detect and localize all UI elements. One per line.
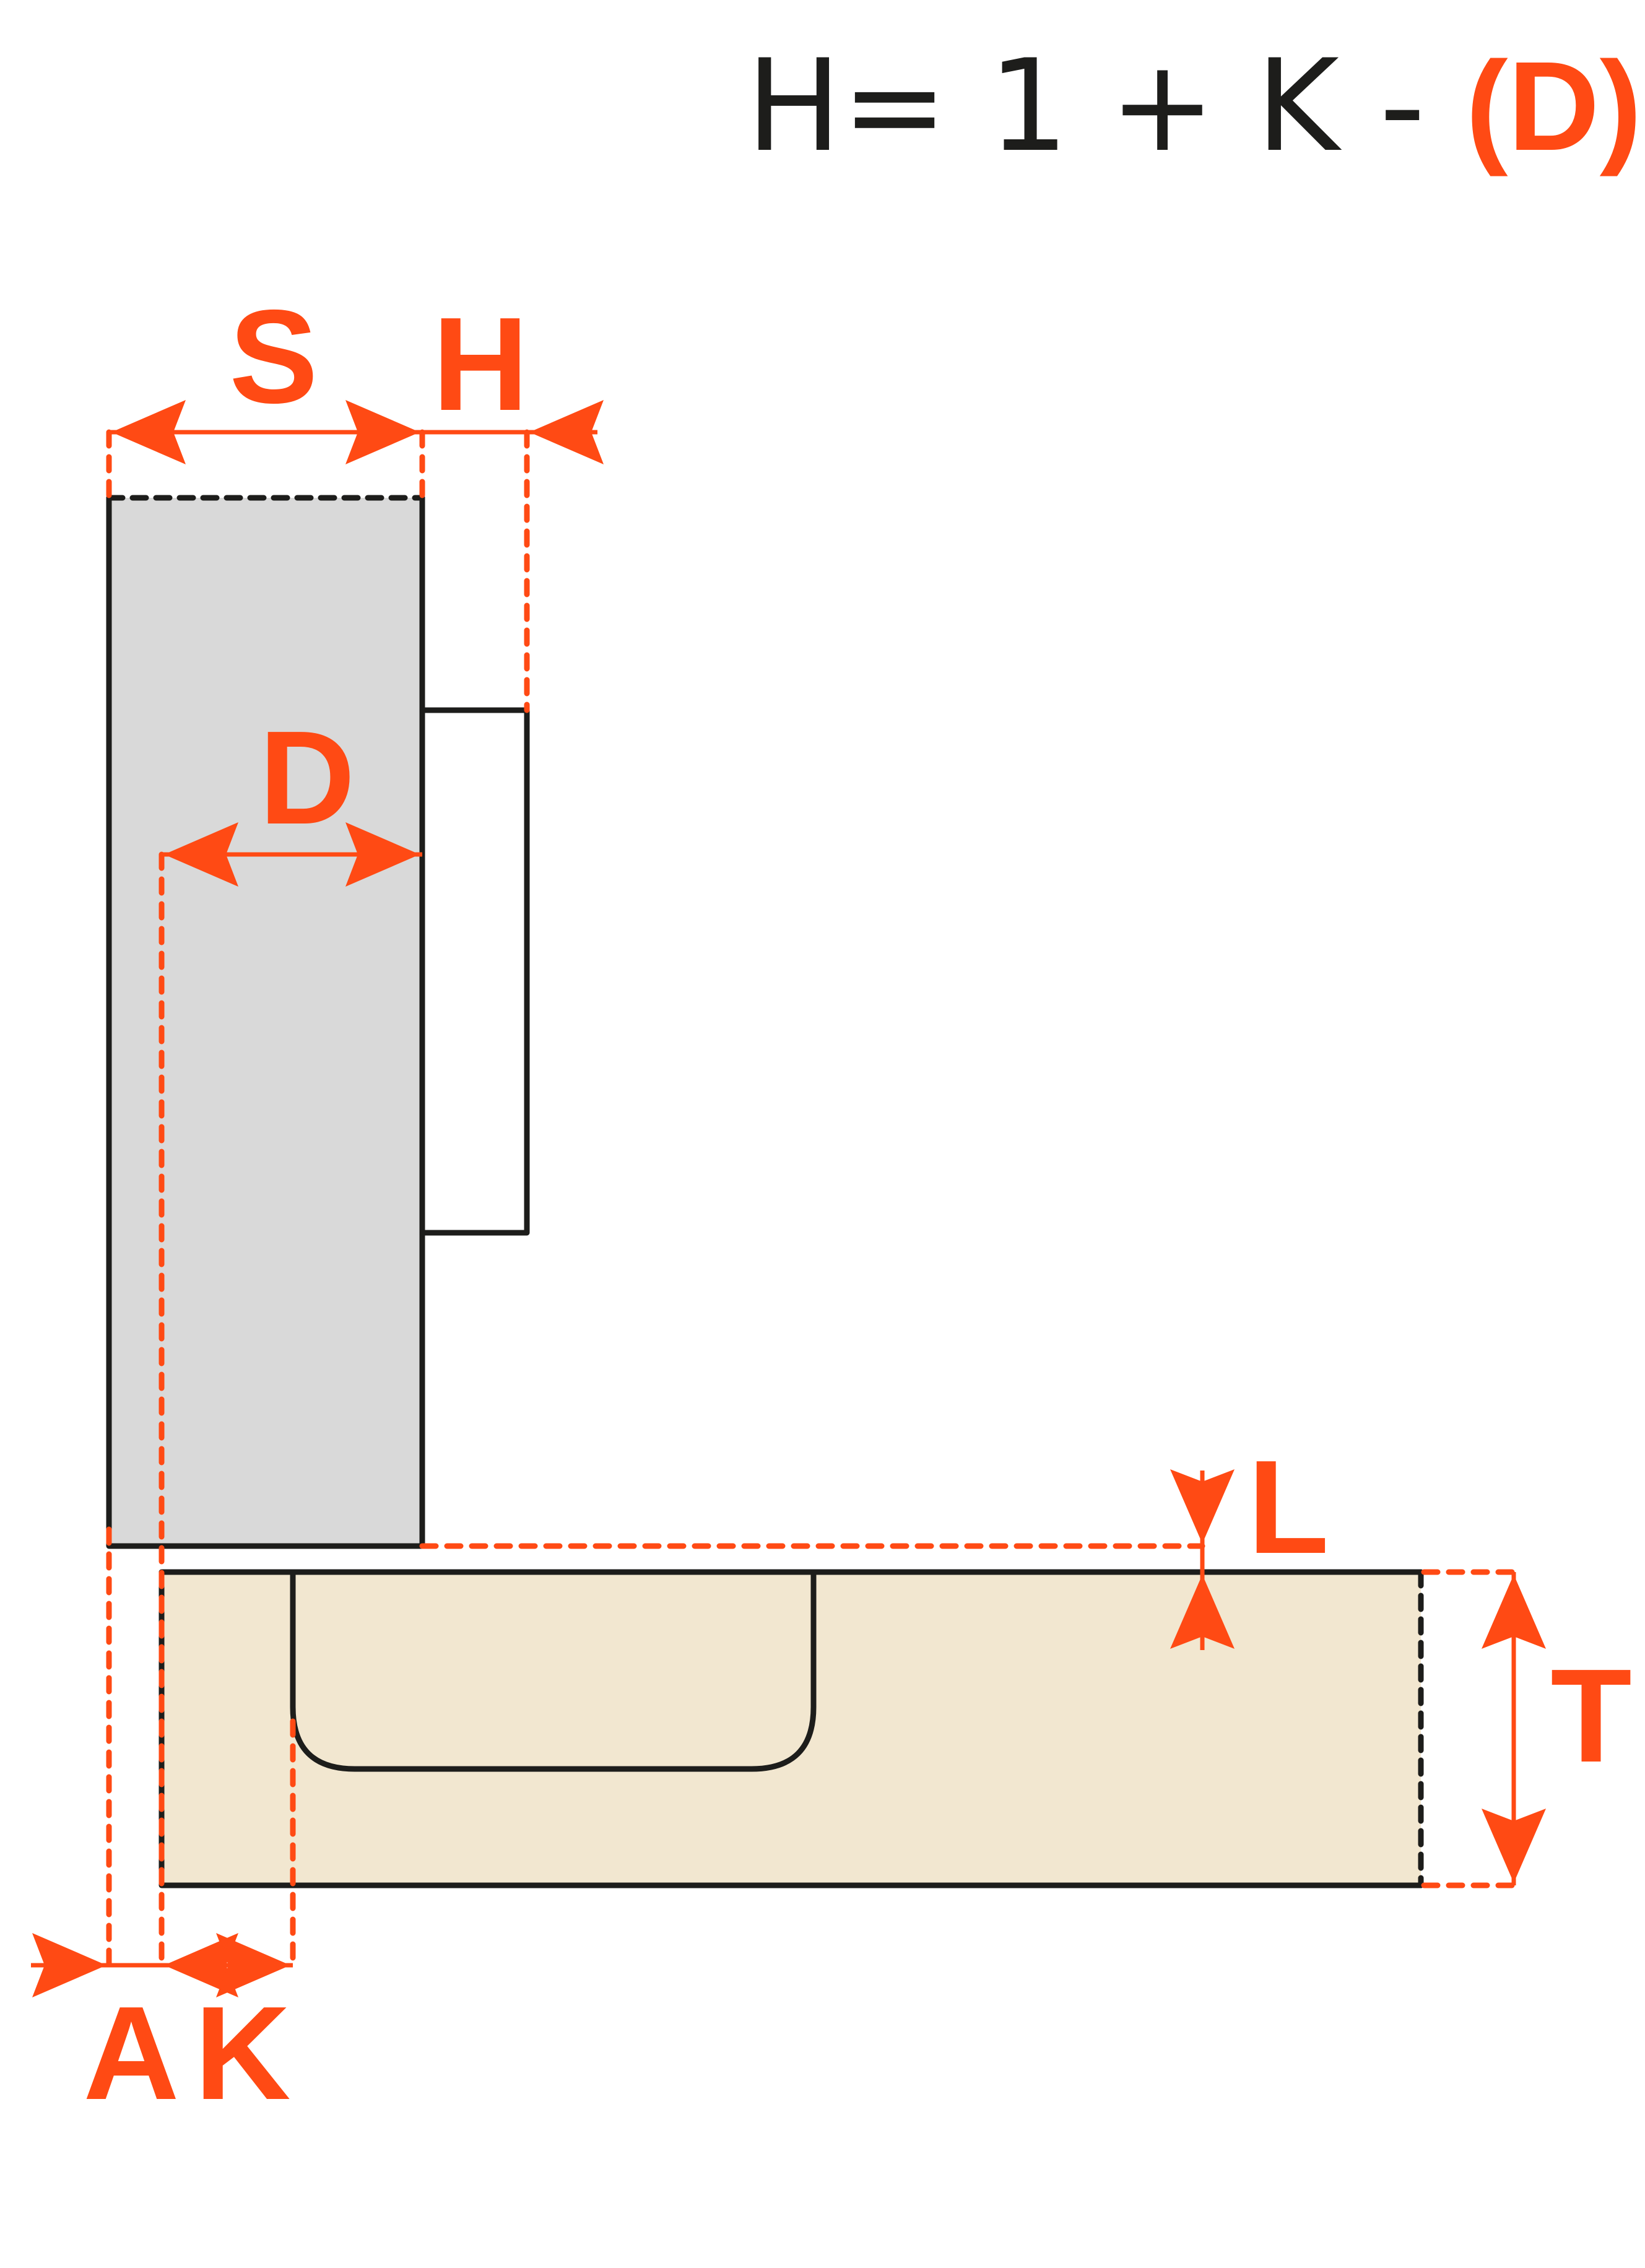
arrowhead-icon [1170, 1575, 1235, 1649]
arrowhead-icon [111, 400, 186, 464]
door-outline [106, 495, 425, 1549]
label-a: A [83, 1978, 179, 2127]
arrowhead-icon [164, 822, 238, 887]
arrowhead-icon [216, 1933, 290, 1997]
label-k: K [194, 1978, 290, 2127]
arrowhead-icon [345, 822, 420, 887]
formula-prefix: H= 1 + K - [746, 33, 1465, 180]
hinge-plate [419, 707, 530, 1236]
arrowhead-icon [1482, 1575, 1546, 1649]
arrowhead-icon [345, 400, 420, 464]
arrowhead-icon [529, 400, 604, 464]
formula: H= 1 + K - (D) [746, 33, 1642, 180]
arrowhead-icon [1482, 1809, 1546, 1883]
label-d: D [259, 703, 355, 852]
label-l: L [1248, 1432, 1329, 1581]
arrowhead-icon [1170, 1469, 1235, 1544]
label-t: T [1550, 1641, 1631, 1790]
arrowhead-icon [164, 1933, 238, 1997]
arrowhead-icon [32, 1933, 106, 1997]
cup-recess [290, 1569, 817, 1772]
formula-highlight: (D) [1465, 35, 1642, 177]
arrowheads [32, 400, 1546, 1997]
label-h: H [432, 289, 528, 438]
cabinet-panel [162, 1572, 1421, 1885]
door-panel [109, 498, 422, 1546]
label-s: S [229, 282, 318, 431]
